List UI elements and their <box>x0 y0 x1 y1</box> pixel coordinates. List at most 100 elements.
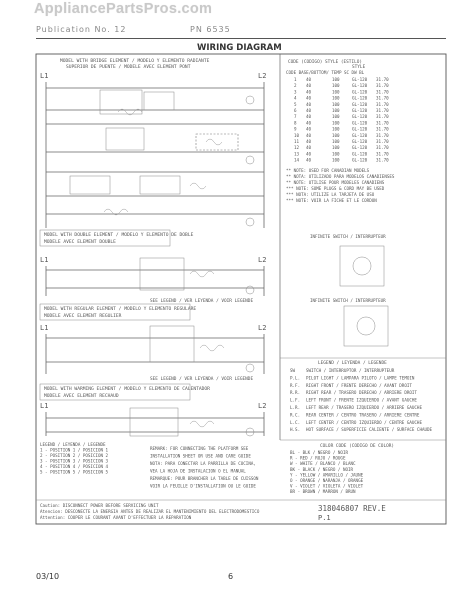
legend-title: LEGEND / LEYENDA / LEGENDE <box>318 360 387 366</box>
code-note: ** NOTA: UTILIZADO PARA MODELOS CANADIEN… <box>286 174 395 179</box>
code-row-temp: 100 <box>332 108 340 113</box>
color-code-item: BL - BLK / NEGRO / NOIR <box>290 450 348 455</box>
legend-value: RIGHT FRONT / FRENTE DERECHO / AVANT DRO… <box>306 383 412 388</box>
color-code-item: V - VIOLET / VIOLETA / VIOLET <box>290 484 364 489</box>
section-double-title-fr: MODELE AVEC ELEMENT DOUBLE <box>44 239 116 245</box>
legend-lower-item: 1 - POSITION 1 / POSICION 1 <box>40 448 109 453</box>
section-warming-title: MODEL WITH WARMING ELEMENT / MODELO Y EL… <box>44 386 210 392</box>
section-double-label-box <box>39 229 171 247</box>
code-row-style: GL-120 <box>352 102 368 107</box>
pilot-light-c <box>245 363 255 373</box>
section-warming-title-fr: MODELE AVEC ELEMENT RECHAUD <box>44 393 119 399</box>
code-row-base: 40 <box>306 127 312 132</box>
section-regular-title-fr: MODELE AVEC ELEMENT REGULIER <box>44 313 122 319</box>
brand-watermark: AppliancePartsPros.com <box>34 1 213 17</box>
code-row-style: GL-120 <box>352 83 368 88</box>
code-row-temp: 100 <box>332 114 340 119</box>
terminal-l1-b: L1 <box>40 256 48 264</box>
document-page-part: P.1 <box>318 514 331 522</box>
color-code-item: O - ORANGE / NARANJA / ORANGE <box>290 478 364 483</box>
code-row-base: 40 <box>306 77 312 82</box>
code-row-num: 10 <box>294 133 300 138</box>
code-row-value: 31.70 <box>376 102 389 107</box>
code-row-num: 14 <box>294 158 300 163</box>
code-note: *** NOTE: SOME PLUGS & CORD MAY BE USED <box>286 186 385 191</box>
code-row-temp: 100 <box>332 83 340 88</box>
switch-2-dial-icon <box>356 316 376 336</box>
remarks-block: REMARK: FOR CONNECTING THE PLATFORM SEEI… <box>150 446 259 489</box>
code-row-value: 31.70 <box>376 96 389 101</box>
remark-line: VEA LA HOJA DE INSTALACION O EL MANUAL <box>150 469 246 474</box>
switch-box-a5 <box>139 175 181 195</box>
legend-lower-item: 3 - POSITION 3 / POSICION 3 <box>40 459 109 464</box>
diagram-frame <box>35 53 447 525</box>
terminal-l2-d: L2 <box>258 402 266 410</box>
section-double-title: MODEL WITH DOUBLE ELEMENT / MODELO Y ELE… <box>44 232 194 238</box>
legend-value: REAR CENTER / CENTRO TRASERO / ARRIERE C… <box>306 412 420 417</box>
legend-key: L.R. <box>290 405 300 410</box>
bridge-element-box <box>195 133 239 151</box>
code-table-header: CODE (CODIGO) STYLE (ESTILO) <box>288 59 362 65</box>
code-row-num: 1 <box>294 77 297 82</box>
code-row-temp: 100 <box>332 77 340 82</box>
caution-line: Atencion: DESCONECTE LA ENERGIA ANTES DE… <box>40 509 260 514</box>
code-row-value: 31.70 <box>376 139 389 144</box>
code-row-style: GL-120 <box>352 77 368 82</box>
code-note: *** NOTA: UTILIZE LA TARJETA DE USO <box>286 192 375 197</box>
code-row-temp: 100 <box>332 127 340 132</box>
code-row-base: 40 <box>306 139 312 144</box>
code-row-base: 40 <box>306 158 312 163</box>
rungs-b <box>46 269 264 289</box>
code-row-value: 31.70 <box>376 120 389 125</box>
terminal-l2-b: L2 <box>258 256 266 264</box>
caution-line: Attention: COUPER LE COURANT AVANT D'EFF… <box>40 515 192 520</box>
code-row-num: 11 <box>294 139 300 144</box>
code-row-num: 4 <box>294 96 297 101</box>
code-row-value: 31.70 <box>376 133 389 138</box>
code-row-base: 40 <box>306 114 312 119</box>
terminal-l2-a: L2 <box>258 72 266 80</box>
code-row-value: 31.70 <box>376 151 389 156</box>
remark-line: REMARQUE: POUR BRANCHER LA TABLE DE CUIS… <box>150 476 259 481</box>
legend-lower-item: 2 - POSITION 2 / POSICION 2 <box>40 453 109 458</box>
remark-line: NOTA: PARA CONECTAR LA PARRILLA DE COCIN… <box>150 461 256 466</box>
switch-1-dial-icon <box>352 256 372 276</box>
section-regular-label-box <box>39 303 191 321</box>
switch-box-a4 <box>69 175 111 195</box>
code-table-header-2: STYLE <box>352 64 366 70</box>
infinite-switch-1-illustration <box>339 245 385 287</box>
remark-line: VOIR LA FEUILLE D'INSTALLATION OU LE GUI… <box>150 484 256 489</box>
code-row-base: 40 <box>306 83 312 88</box>
code-row-value: 31.70 <box>376 89 389 94</box>
code-row-value: 31.70 <box>376 127 389 132</box>
section-bridge-title-fr: SUPERIOR DE PUENTE / MODELE AVEC ELEMENT… <box>66 64 191 70</box>
code-row-base: 40 <box>306 151 312 156</box>
legend-key: L.C. <box>290 420 300 425</box>
publication-code: Publication No. 12 <box>36 25 127 34</box>
legend-key: L.F. <box>290 398 300 403</box>
code-row-temp: 100 <box>332 120 340 125</box>
pilot-light-b <box>245 285 255 295</box>
part-caption-1: INFINITE SWITCH / INTERRUPTEUR <box>310 234 386 239</box>
pilot-light-a2 <box>245 155 255 165</box>
see-legend-b: SEE LEGEND / VER LEYENDA / VOIR LEGENDE <box>150 298 253 304</box>
code-row-num: 13 <box>294 151 300 156</box>
code-row-style: GL-120 <box>352 139 368 144</box>
terminal-l1-a: L1 <box>40 72 48 80</box>
pilot-light-a3 <box>245 217 255 227</box>
legend-key: P.L. <box>290 375 300 380</box>
switch-box-c1 <box>149 325 195 363</box>
code-table-header-3: CODE BASE/BOTTOM/ TEMP SC DW BL <box>286 70 365 75</box>
legend-value: RIGHT REAR / TRASERO DERECHO / ARRIERE D… <box>306 390 417 395</box>
footer-page-number: 6 <box>228 572 234 581</box>
code-row-num: 2 <box>294 83 297 88</box>
legend-key: R.F. <box>290 383 300 388</box>
code-row-temp: 100 <box>332 158 340 163</box>
page-title: WIRING DIAGRAM <box>197 43 282 53</box>
code-row-temp: 100 <box>332 145 340 150</box>
color-code-title: COLOR CODE (CODIGO DE COLOR) <box>320 443 394 449</box>
rungs-c <box>46 337 264 363</box>
code-row-base: 40 <box>306 102 312 107</box>
